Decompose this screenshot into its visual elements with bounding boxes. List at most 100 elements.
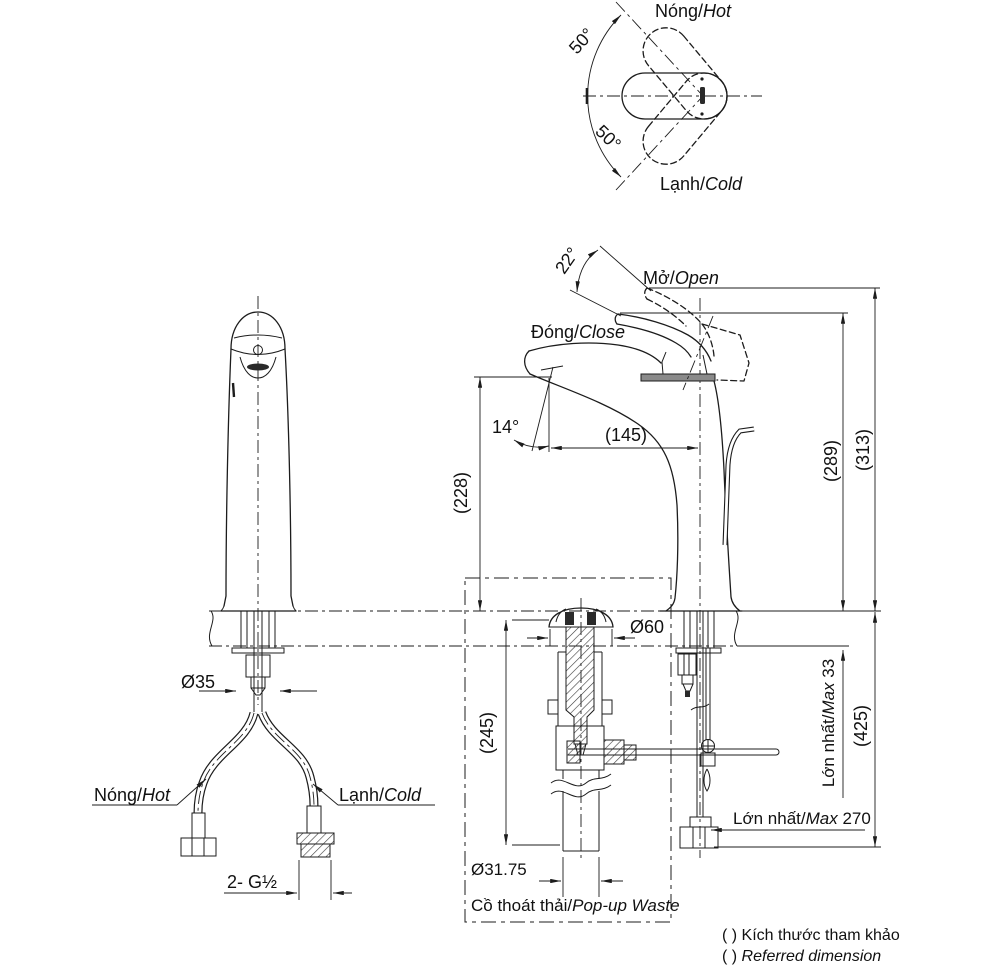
spout-underside-body-left xyxy=(529,373,679,612)
label-max-270: Lớn nhất/Max 270 xyxy=(733,809,871,828)
clevis-body xyxy=(700,752,716,767)
waste-outer-tube xyxy=(557,651,603,726)
tube-break-jog xyxy=(690,703,710,711)
label-dim-313: (313) xyxy=(853,429,873,471)
label-hot-top: Nóng/Hot xyxy=(655,1,732,21)
handle-open xyxy=(644,287,750,382)
handle-pivot-mark xyxy=(700,87,705,104)
front-set-screw xyxy=(253,345,263,355)
rod-nut-collar xyxy=(623,744,637,761)
label-thread: 2- G½ xyxy=(227,872,277,892)
rod-seat xyxy=(566,740,581,764)
label-open: Mở/Open xyxy=(643,268,719,288)
label-angle-14: 14° xyxy=(492,417,519,437)
close-direction-line xyxy=(569,289,622,317)
handle-hub-base xyxy=(640,373,716,382)
line-14-deg xyxy=(531,366,554,452)
cold-leader xyxy=(312,783,339,806)
label-dim-228: (228) xyxy=(451,472,471,514)
waste-lug-left xyxy=(547,699,559,715)
rod-nut xyxy=(603,739,625,765)
legend: ( ) Kích thước tham khảo ( ) Referred di… xyxy=(722,927,900,965)
top-view-handle-swing: Nóng/Hot Lạnh/Cold 50° 50° xyxy=(565,1,762,194)
supply-hoses xyxy=(180,711,335,858)
pivot-dot-top xyxy=(700,77,704,81)
thread-dim-lines xyxy=(224,860,352,900)
spout-tip xyxy=(523,350,531,375)
pivot-dot-bottom xyxy=(700,112,704,116)
label-dim-289: (289) xyxy=(821,440,841,482)
dimension-annotations: (313) (289) (425) Lớn nhất/Max 33 Lớn nh… xyxy=(92,287,881,900)
flange-slot-right xyxy=(587,612,596,625)
angle-22-arc xyxy=(575,249,599,293)
front-spout-chin xyxy=(239,356,277,379)
front-body-right-edge xyxy=(284,348,294,607)
ext-tailpipe xyxy=(562,857,600,897)
cold-hose-stem xyxy=(306,805,322,834)
legend-referred-en: ( ) Referred dimension xyxy=(722,948,881,965)
hot-leader xyxy=(176,778,207,806)
pivot-rod xyxy=(568,748,780,756)
tailpipe-break-2 xyxy=(550,784,612,798)
front-edge-notch xyxy=(231,382,236,398)
label-dia-3175: Ø31.75 xyxy=(471,860,527,879)
label-dim-145: (145) xyxy=(605,425,647,445)
waste-lug-right xyxy=(601,699,613,715)
handle-angle-annotation: 22° Mở/Open Đóng/Close xyxy=(531,244,719,342)
outlet-tick xyxy=(540,365,564,371)
front-mounting-hardware xyxy=(231,611,285,712)
label-angle-50-upper: 50° xyxy=(565,24,598,58)
angle-14-arc xyxy=(513,439,550,451)
front-dome-seam xyxy=(233,334,283,339)
cold-hose-centerline xyxy=(261,712,315,807)
hub-centerline xyxy=(682,315,714,391)
popup-waste-box xyxy=(464,577,672,923)
label-angle-22: 22° xyxy=(551,244,583,278)
popup-waste-assembly: Cồ thoát thải/Pop-up Waste xyxy=(464,577,780,923)
label-dia-35: Ø35 xyxy=(181,672,215,692)
hot-hose-inner xyxy=(194,711,258,814)
cold-nut-body xyxy=(300,843,331,858)
label-hot-supply: Nóng/Hot xyxy=(94,785,171,805)
hot-swing-centerline xyxy=(615,1,704,97)
ext-245 xyxy=(512,619,560,846)
counter-break-right xyxy=(733,610,739,647)
front-base-flare xyxy=(220,605,297,612)
open-direction-line xyxy=(599,245,652,292)
ext-flange xyxy=(549,629,613,646)
label-cold-top: Lạnh/Cold xyxy=(660,174,743,194)
waste-tailpipe xyxy=(562,770,600,852)
label-angle-50-lower: 50° xyxy=(591,121,624,154)
flange-slot-left xyxy=(565,612,574,625)
spout-top-edge xyxy=(528,342,662,364)
cold-nut-flange xyxy=(296,832,335,845)
hot-nut-facets xyxy=(191,838,205,856)
legend-referred-vi: ( ) Kích thước tham khảo xyxy=(722,927,900,944)
lift-rod-inner xyxy=(723,427,755,546)
front-aerator xyxy=(247,363,269,371)
counter-break-left xyxy=(208,610,214,647)
label-close: Đóng/Close xyxy=(531,322,625,342)
handle-top-cold-position xyxy=(642,72,728,165)
front-dome xyxy=(230,311,286,350)
countertop xyxy=(208,610,881,647)
label-dim-425: (425) xyxy=(851,705,871,747)
lift-rod-outer xyxy=(722,426,755,546)
hot-hose-nut xyxy=(180,837,217,857)
waste-flange-dome xyxy=(548,607,614,628)
side-mounting-hardware xyxy=(675,611,722,849)
tailpipe-break-1 xyxy=(550,773,612,787)
label-popup-waste: Cồ thoát thải/Pop-up Waste xyxy=(471,896,680,915)
label-dim-245: (245) xyxy=(477,712,497,754)
lift-rod-lower xyxy=(705,648,711,740)
cotter-pin xyxy=(703,768,711,792)
cold-swing-centerline xyxy=(615,95,704,191)
front-view-faucet xyxy=(180,296,335,858)
tube-collar xyxy=(689,816,712,828)
side-view-faucet xyxy=(523,287,755,858)
label-cold-supply: Lạnh/Cold xyxy=(339,785,422,805)
front-body-left-edge xyxy=(223,348,232,607)
waste-plug-section xyxy=(565,626,595,745)
